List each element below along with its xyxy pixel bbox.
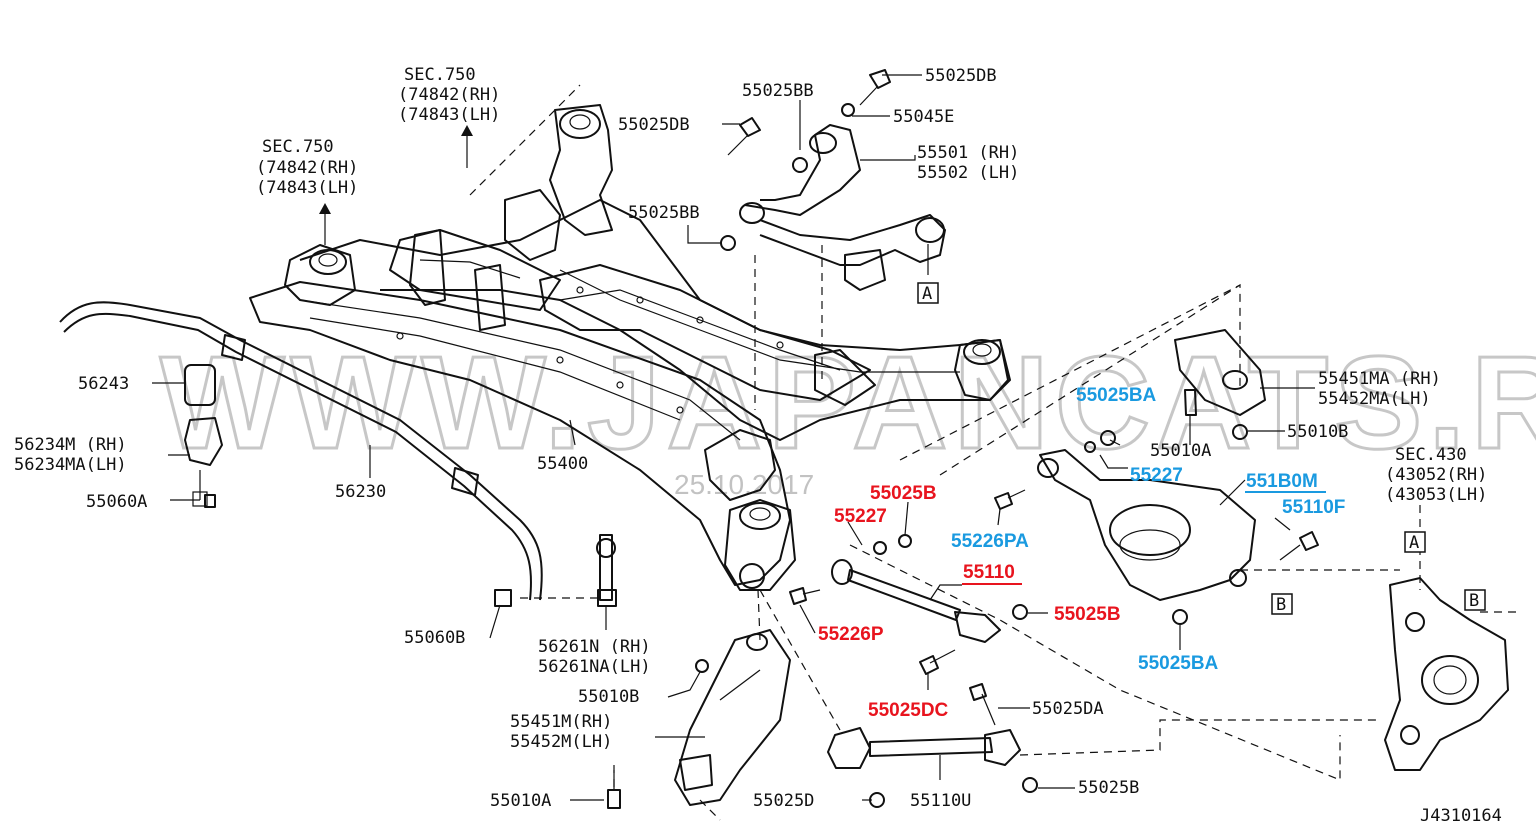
part-label: 55025D: [753, 791, 814, 811]
box-a-upper: A: [922, 284, 932, 304]
part-label: 55025DA: [1032, 699, 1104, 719]
reference-boxes: A B A B: [917, 282, 1486, 615]
part-label-blue: 55227: [1130, 465, 1183, 486]
sec750-top-lh: (74843(LH): [398, 105, 500, 125]
part-label: 56234M (RH): [14, 435, 127, 455]
part-label: 55400: [537, 454, 588, 474]
rod-55110-drawing: [831, 559, 1001, 643]
part-label: 56234MA(LH): [14, 455, 127, 475]
part-label: 56243: [78, 374, 129, 394]
part-label: 55025DB: [925, 66, 997, 86]
part-label: 55025BB: [742, 81, 814, 101]
part-label-red: 55025B: [1054, 604, 1121, 625]
upper-link-drawing: [739, 124, 946, 291]
part-label-blue: 55110F: [1282, 497, 1345, 518]
part-label-red: 55227: [834, 506, 887, 527]
part-label-blue-highlight: 551B0M: [1246, 471, 1318, 492]
part-label-blue: 55226PA: [951, 531, 1029, 552]
diagram-code: J4310164: [1420, 806, 1502, 826]
part-label: 55010A: [1150, 441, 1211, 461]
sec750-mid-rh: (74842(RH): [256, 158, 358, 178]
part-label: 55060A: [86, 492, 147, 512]
part-label: 55025BB: [628, 203, 700, 223]
sec430-title: SEC.430: [1395, 445, 1467, 465]
part-label: 55045E: [893, 107, 954, 127]
part-label: 56261NA(LH): [538, 657, 651, 677]
leader-lines: [152, 74, 1315, 801]
sec750-mid-title: SEC.750: [262, 137, 334, 157]
part-label: 55451M(RH): [510, 712, 612, 732]
sec750-mid-lh: (74843(LH): [256, 178, 358, 198]
section-arrows: [319, 125, 1421, 590]
part-label-red-highlight: 55110: [963, 562, 1015, 583]
knuckle-drawing: [1384, 577, 1509, 771]
lower-link-drawing: [674, 629, 791, 806]
stabilizer-bar-drawing: [59, 301, 543, 601]
part-label: 55452M(LH): [510, 732, 612, 752]
part-label: 55110U: [910, 791, 971, 811]
part-label: 55010B: [1287, 422, 1348, 442]
sec750-top-rh: (74842(RH): [398, 85, 500, 105]
part-label: 55060B: [404, 628, 465, 648]
part-label: 55452MA(LH): [1318, 389, 1431, 409]
sec430-rh: (43052(RH): [1385, 465, 1487, 485]
part-label-blue: 55025BA: [1076, 385, 1157, 406]
rear-subframe-drawing: [249, 104, 1011, 591]
link-55110u-drawing: [827, 727, 1021, 769]
part-label: 55025B: [1078, 778, 1139, 798]
box-b-lower: B: [1276, 595, 1286, 615]
part-label: 55010B: [578, 687, 639, 707]
part-label-red: 55226P: [818, 624, 884, 645]
part-label: 55502 (LH): [917, 163, 1019, 183]
part-label: 55501 (RH): [917, 143, 1019, 163]
upper-arm-drawing: [1037, 329, 1266, 601]
box-a-knuckle: A: [1409, 533, 1419, 553]
part-label: 56230: [335, 482, 386, 502]
part-label: 55010A: [490, 791, 551, 811]
part-label-blue: 55025BA: [1138, 653, 1219, 674]
part-label-red: 55025DC: [868, 700, 949, 721]
part-label: 56261N (RH): [538, 637, 651, 657]
part-label: 55025DB: [618, 115, 690, 135]
dashed-guides: [469, 84, 1520, 821]
part-label-red: 55025B: [870, 483, 937, 504]
sec750-top-title: SEC.750: [404, 65, 476, 85]
box-b-knuckle: B: [1469, 591, 1479, 611]
part-label: 55451MA (RH): [1318, 369, 1441, 389]
stabilizer-link-drawing: [494, 534, 617, 607]
sec430-lh: (43053(LH): [1385, 485, 1487, 505]
